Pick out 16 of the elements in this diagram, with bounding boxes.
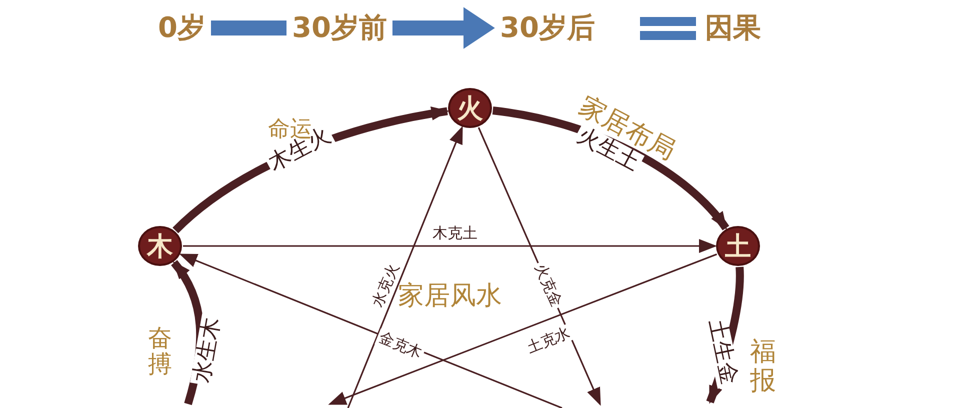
element-circle: 火 <box>448 88 492 128</box>
header-text: 30岁前 <box>292 10 387 46</box>
header-text: 30岁后 <box>500 10 595 46</box>
arrow <box>183 239 717 253</box>
element-circle: 木 <box>138 226 182 266</box>
caption-text: 福报 <box>750 338 776 396</box>
bar-connector <box>210 20 286 36</box>
arrow <box>328 253 718 405</box>
element-circle: 土 <box>716 226 760 266</box>
arrow <box>492 106 730 231</box>
header-text: 0岁 <box>158 10 206 46</box>
arrow <box>347 126 463 408</box>
header-text: 因果 <box>705 10 761 46</box>
edge-label: 木克土 <box>430 224 480 241</box>
caption-text: 奋搏 <box>148 325 172 378</box>
block-arrow <box>392 7 495 49</box>
